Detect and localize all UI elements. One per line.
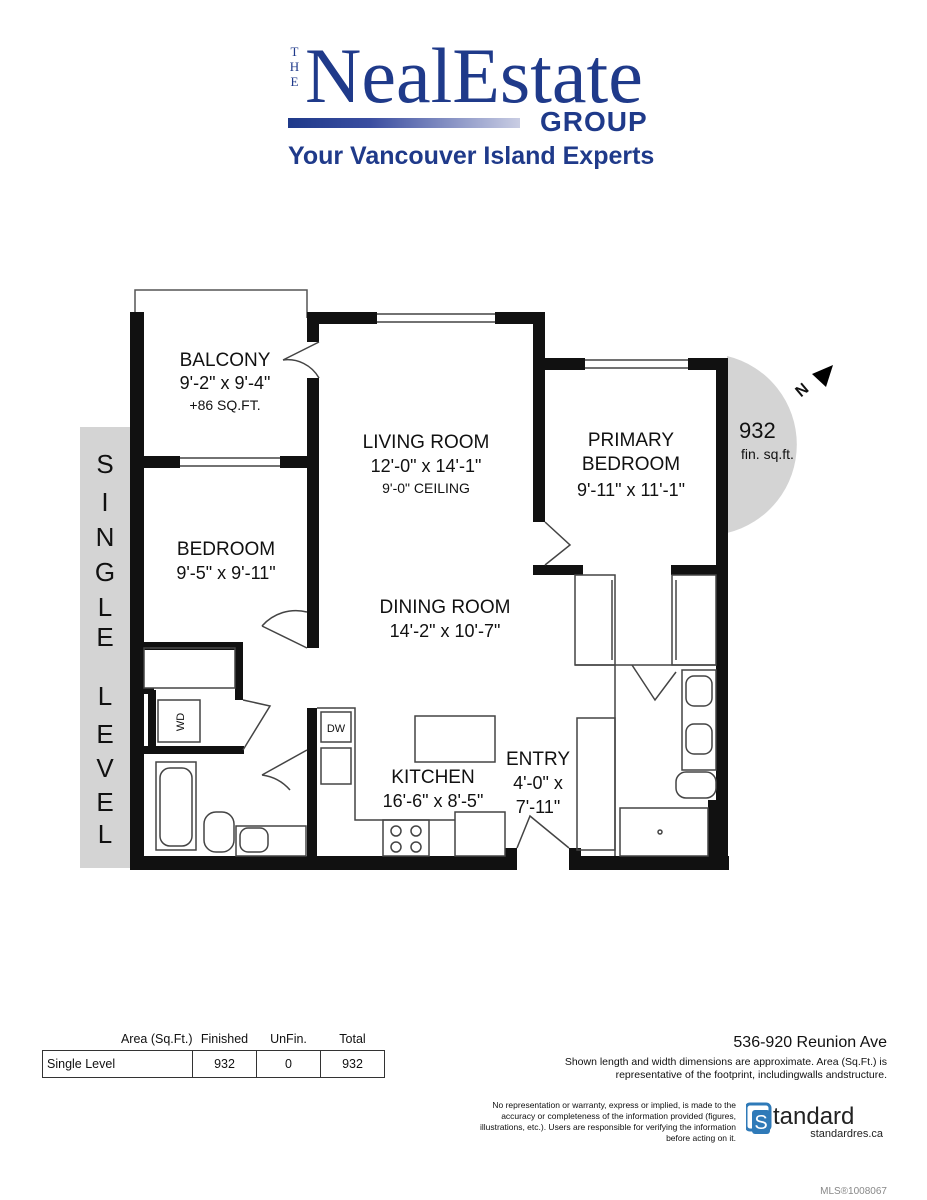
table-cell-finished: 932	[192, 1050, 257, 1078]
level-letter: S	[96, 449, 114, 479]
area-badge-unit: fin. sq.ft.	[741, 446, 794, 462]
entry-dims-1: 4'-0" x	[513, 773, 563, 793]
table-cell-label: Single Level	[42, 1050, 193, 1078]
level-letter: L	[97, 592, 113, 622]
primary-bedroom-name-1: PRIMARY	[588, 430, 675, 451]
level-letter: L	[97, 819, 113, 849]
balcony-name: BALCONY	[180, 350, 271, 371]
logo-underline-bar	[288, 118, 520, 128]
bedroom-name: BEDROOM	[177, 539, 275, 560]
legal-line: accuracy or completeness of the informat…	[501, 1111, 736, 1121]
kitchen-dims: 16'-6" x 8'-5"	[383, 791, 484, 811]
kitchen-name: KITCHEN	[391, 767, 474, 788]
entry-dims-2: 7'-11"	[516, 797, 561, 817]
logo-the-letter: T	[290, 44, 300, 59]
standard-logo-site: standardres.ca	[810, 1128, 883, 1140]
level-letter: E	[96, 719, 114, 749]
washer-dryer-label: WD	[175, 713, 187, 731]
table-cell-unfinished: 0	[256, 1050, 321, 1078]
floor-plan: BALCONY 9'-2" x 9'-4" +86 SQ.FT. LIVING …	[130, 289, 833, 870]
dining-room-name: DINING ROOM	[380, 597, 511, 618]
area-table-header-row: Area (Sq.Ft.) Finished UnFin. Total	[43, 1030, 385, 1051]
level-letter: N	[95, 522, 115, 552]
area-badge-value: 932	[739, 418, 776, 443]
standard-logo-word: tandard	[773, 1103, 855, 1130]
interior-thin-lines	[143, 313, 717, 857]
living-room-name: LIVING ROOM	[363, 432, 490, 453]
logo-the-letter: E	[290, 74, 300, 89]
level-letter: E	[96, 787, 114, 817]
logo-tagline: Your Vancouver Island Experts	[288, 142, 655, 170]
primary-bedroom-name-2: BEDROOM	[582, 454, 680, 475]
living-room-ceiling: 9'-0" CEILING	[382, 480, 470, 496]
property-address: 536-920 Reunion Ave	[733, 1034, 887, 1051]
single-level-strip: S I N G L E L E V E L	[80, 427, 130, 868]
living-room-dims: 12'-0" x 14'-1"	[371, 456, 482, 476]
balcony-extra: +86 SQ.FT.	[189, 397, 260, 413]
disclaimer-line: Shown length and width dimensions are ap…	[564, 1056, 887, 1068]
legal-notice: No representation or warranty, express o…	[440, 1100, 736, 1144]
entry-name: ENTRY	[506, 749, 570, 770]
legal-line: No representation or warranty, express o…	[492, 1100, 736, 1110]
logo-the-letter: H	[289, 59, 301, 74]
table-row: Single Level 932 0 932	[42, 1050, 385, 1078]
area-table: Area (Sq.Ft.) Finished UnFin. Total Sing…	[42, 1030, 385, 1078]
standard-logo-icon: S	[746, 1102, 772, 1134]
primary-bedroom-dims: 9'-11" x 11'-1"	[577, 480, 685, 500]
table-header: Finished	[200, 1032, 249, 1046]
area-badge-circle	[727, 356, 797, 533]
legal-line: illustrations, etc.). Users are responsi…	[479, 1122, 736, 1132]
level-letter: G	[94, 557, 116, 587]
level-letter: V	[96, 753, 114, 783]
level-letter: I	[101, 487, 109, 517]
table-header: Area (Sq.Ft.)	[120, 1032, 193, 1046]
logo-wordmark: NealEstate	[305, 32, 643, 119]
table-header: Total	[339, 1032, 366, 1046]
dining-room-dims: 14'-2" x 10'-7"	[390, 621, 501, 641]
dishwasher-label: DW	[327, 723, 346, 735]
balcony-dims: 9'-2" x 9'-4"	[180, 373, 271, 393]
disclaimer-line: representative of the footprint, includi…	[615, 1069, 887, 1081]
logo-the: T H E	[287, 44, 303, 89]
table-cell-total: 932	[320, 1050, 385, 1078]
logo-group-text: GROUP	[540, 106, 648, 137]
standard-logo-letter: S	[754, 1112, 767, 1134]
legal-line: before acting on it.	[666, 1133, 736, 1143]
exterior-walls	[130, 312, 729, 870]
table-header: UnFin.	[270, 1032, 307, 1046]
level-letter: E	[96, 622, 114, 652]
dimension-disclaimer: Shown length and width dimensions are ap…	[520, 1056, 887, 1082]
bedroom-dims: 9'-5" x 9'-11"	[176, 563, 275, 583]
level-letter: L	[97, 681, 113, 711]
compass-arrow-icon	[812, 365, 833, 387]
mls-number: MLS®1008067	[820, 1186, 887, 1197]
